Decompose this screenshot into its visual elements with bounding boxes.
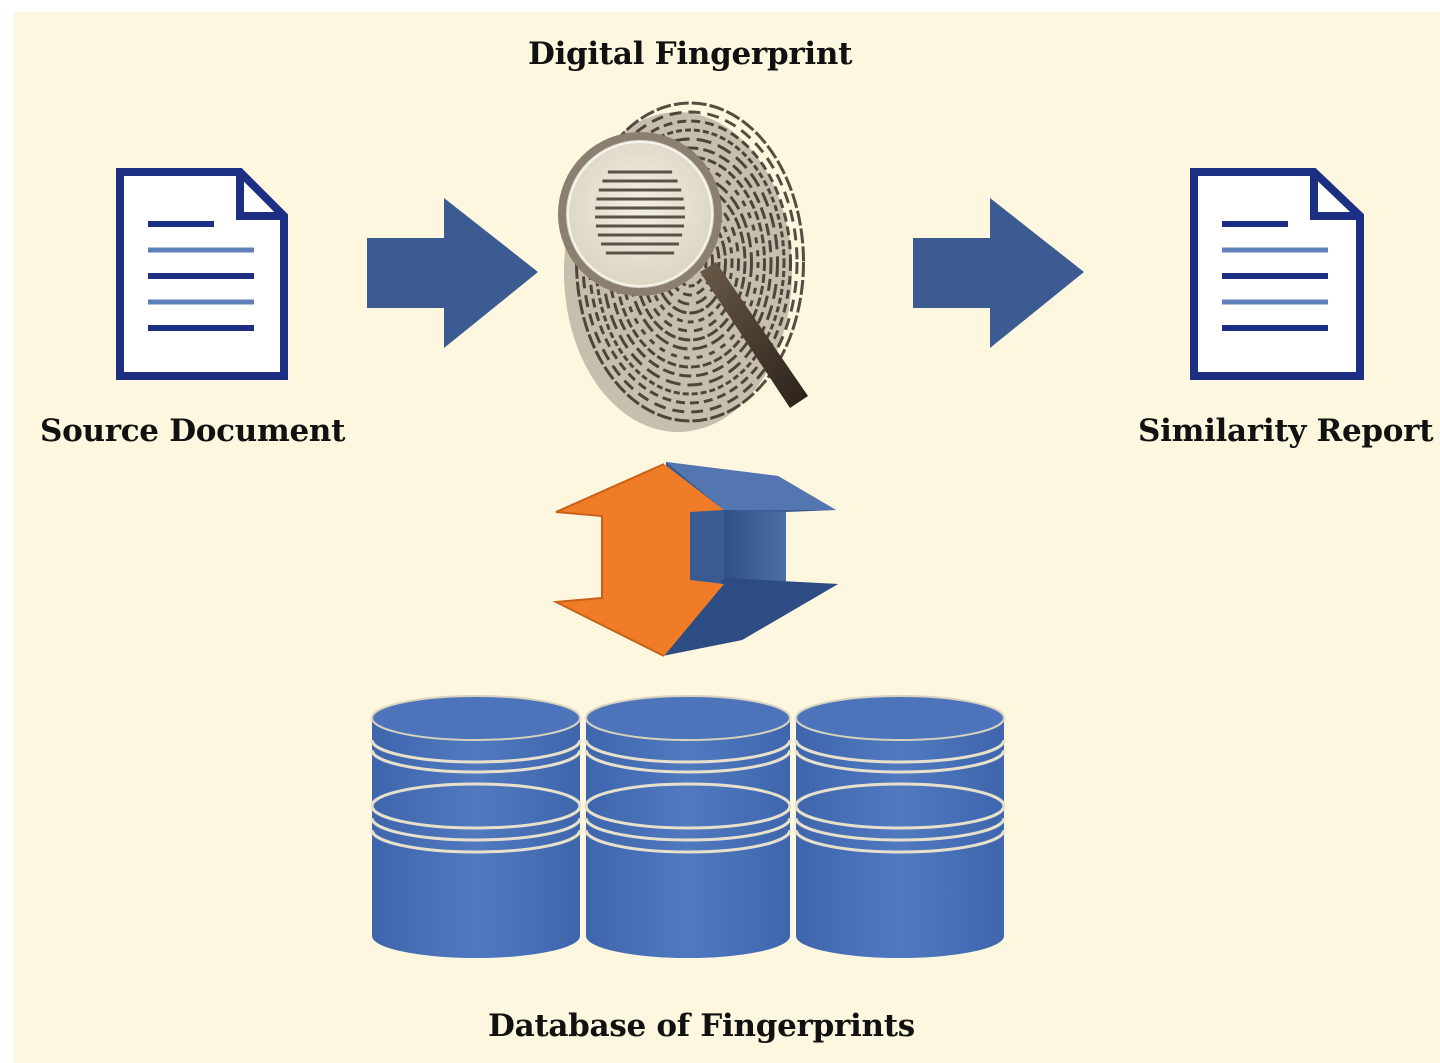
source-document-label: Source Document <box>40 413 346 449</box>
database-of-fingerprints-label: Database of Fingerprints <box>488 1008 915 1044</box>
report-document-icon <box>1190 168 1364 380</box>
bidirectional-arrow-icon <box>552 462 838 657</box>
source-document-icon <box>116 168 288 380</box>
database-cylinder <box>584 695 792 958</box>
right-arrow-icon <box>367 198 538 348</box>
database-cylinders-icon <box>370 695 1006 958</box>
similarity-report-label: Similarity Report <box>1138 413 1434 449</box>
database-cylinder <box>370 695 582 958</box>
database-cylinder <box>794 695 1006 958</box>
fingerprint-magnifier-icon <box>558 101 808 432</box>
right-arrow-icon <box>913 198 1084 348</box>
digital-fingerprint-label: Digital Fingerprint <box>528 36 853 72</box>
